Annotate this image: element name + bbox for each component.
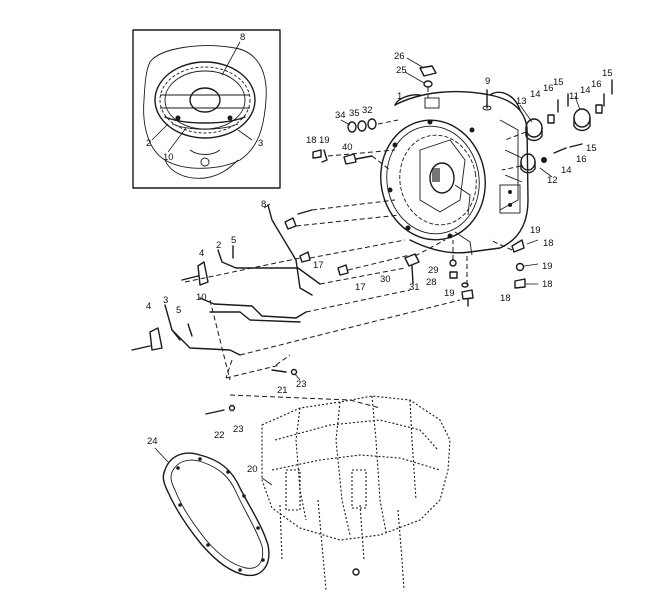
callout-c30: 30: [380, 274, 391, 285]
callout-c10: 10: [196, 292, 207, 303]
callout-c12: 12: [547, 175, 558, 186]
lower-bolts: [205, 368, 301, 415]
callout-c31: 31: [409, 282, 420, 293]
callout-c32: 32: [362, 105, 373, 116]
callout-c4b: 4: [146, 301, 151, 312]
top-parts: [312, 57, 492, 171]
callout-c19a: 19: [319, 135, 330, 146]
gasket: [154, 447, 270, 577]
callout-c34: 34: [335, 110, 346, 121]
callout-c4a: 4: [199, 248, 204, 259]
right-parts: [489, 79, 613, 289]
center-lower-parts: [404, 239, 474, 307]
callout-c8: 8: [261, 199, 266, 210]
callout-c18b: 18: [543, 238, 554, 249]
callout-c14c: 14: [561, 165, 572, 176]
callout-c23a: 23: [296, 379, 307, 390]
callout-inset-2: 2: [146, 138, 151, 149]
callout-c15b: 15: [602, 68, 613, 79]
callout-c40: 40: [342, 142, 353, 153]
callout-c2: 2: [216, 240, 221, 251]
callout-c17b: 17: [355, 282, 366, 293]
callout-c16a: 16: [543, 83, 554, 94]
callout-c5a: 5: [231, 235, 236, 246]
callout-c35: 35: [349, 108, 360, 119]
callout-c3: 3: [163, 295, 168, 306]
tube-assemblies: [131, 199, 461, 409]
callout-c18d: 18: [500, 293, 511, 304]
inset-detail: [132, 29, 281, 189]
callout-c20: 20: [247, 464, 258, 475]
callout-c18a: 18: [306, 135, 317, 146]
callout-c15c: 15: [586, 143, 597, 154]
callout-c15a: 15: [553, 77, 564, 88]
callout-c16c: 16: [576, 154, 587, 165]
callout-c19d: 19: [444, 288, 455, 299]
callout-c13: 13: [516, 96, 527, 107]
callout-c16b: 16: [591, 79, 602, 90]
callout-c24: 24: [147, 436, 158, 447]
callout-c17a: 17: [313, 260, 324, 271]
callout-c18c: 18: [542, 279, 553, 290]
callout-c14a: 14: [530, 89, 541, 100]
callout-c22: 22: [214, 430, 225, 441]
callout-c19c: 19: [542, 261, 553, 272]
callout-c19b: 19: [530, 225, 541, 236]
callout-c5b: 5: [176, 305, 181, 316]
callout-inset-3: 3: [258, 138, 263, 149]
callout-c1: 1: [397, 91, 402, 102]
callout-inset-10: 10: [163, 152, 174, 163]
callout-c21: 21: [277, 385, 288, 396]
callout-inset-8: 8: [240, 32, 245, 43]
callout-c28: 28: [426, 277, 437, 288]
callout-c11: 11: [569, 91, 579, 102]
callout-c29: 29: [428, 265, 439, 276]
callout-c23b: 23: [233, 424, 244, 435]
callout-c25: 25: [396, 65, 407, 76]
callout-c14b: 14: [580, 85, 591, 96]
flywheel-housing: [380, 90, 529, 256]
callout-c9: 9: [485, 76, 490, 87]
transmission-case: [261, 395, 451, 591]
callout-c26: 26: [394, 51, 405, 62]
